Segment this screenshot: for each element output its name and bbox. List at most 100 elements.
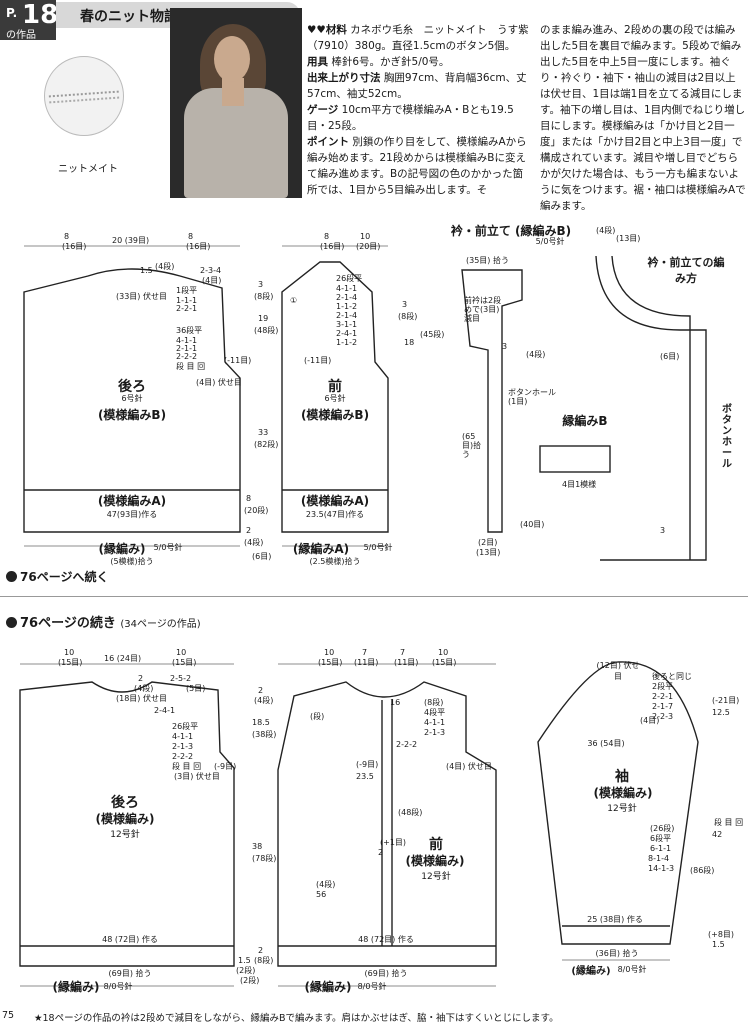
dimension-label: 2-2-3 [652,712,674,721]
dimension-label: 2-3-4 [200,266,222,275]
dimension-label: 2-1-4 [336,311,358,320]
dimension-label: (82段) [254,440,279,449]
dimension-label: 2 [258,686,264,695]
dimension-label: (-21目) [712,696,740,705]
dimension-label: 段 目 回 [176,362,206,371]
dimension-label: 14-1-3 [648,864,675,873]
sleeve-pickup: (36目) 拾う [595,949,639,958]
page-number: 18 [22,0,59,30]
bottom-back-label: 後ろ [111,795,139,811]
dimension-label: 1.5 [238,956,251,965]
dimension-label: 2-2-2 [172,752,194,761]
front-pattern-a: (模様編みA) [300,494,370,508]
dimension-label: 2-2-2 [396,740,418,749]
dimension-label: (15目) [172,658,197,667]
dimension-label: (4段) [316,880,336,889]
collar-side: (65目)拾う [462,432,482,459]
dimension-label: (2段) [240,976,260,985]
dimension-label: 2-4-1 [154,706,176,715]
dimension-label: (+1目) [380,838,407,847]
continue-note: 76ページへ続く [6,568,108,585]
dimension-label: 38 [252,842,263,851]
chart-title: 衿・前立ての編み方 [647,256,725,285]
dimension-label: (4目) 伏せ目 [446,762,492,771]
dimension-label: 2段平 [652,682,674,691]
dimension-label: 8-1-4 [648,854,670,863]
page-badge: P. 18 の作品 [0,0,59,41]
dimension-label: 1.5 [140,266,153,275]
dimension-label: (3目) 伏せ目 [174,772,220,781]
tools: 用具 棒針6号。かぎ針5/0号。 [307,56,450,68]
dimension-label: (+8目) [708,930,735,939]
front-pattern-b: (模様編みB) [300,408,370,422]
dimension-label: (4段) [134,684,154,693]
dimension-label: 4-1-1 [172,732,194,741]
dimension-label: 後ろと同じ [652,672,692,681]
dimension-label: (45段) [420,330,445,339]
dimension-label: 2-5-2 [170,674,192,683]
sleeve-edging: (縁編み) [571,966,611,977]
dimension-label: 2 [246,526,252,535]
front-edging: (縁編みA) [292,542,350,556]
dimension-label: (33目) 伏せ目 [116,292,167,301]
page-footer-number: 75 [2,1010,15,1021]
dimension-label: 8 [246,494,252,503]
front-cast: 23.5(47目)作る [305,510,365,519]
dimension-label: (2目) [478,538,498,547]
dimension-label: 10 [360,232,371,241]
bottom-back-edge-tool: 8/0号針 [103,982,133,991]
dimension-label: (8段) [398,312,418,321]
dimension-label: 2-2-1 [652,692,674,701]
dimension-label: 2-1-3 [424,728,446,737]
model-photo [170,8,302,198]
dimension-label: (26段) [650,824,675,833]
dimension-label: 8 [324,232,330,241]
back-edging: (縁編み) [98,542,146,556]
sleeve-needle: 12号針 [607,804,637,814]
dimension-label: (38段) [252,730,277,739]
sleeve-pattern: (模様編み) [593,786,653,800]
bottom-front-pattern: (模様編み) [405,854,465,868]
dimension-label: 10 [64,648,75,657]
dimension-label: (5目) [186,684,206,693]
dimension-label: 2-4-1 [336,329,358,338]
materials: ♥♥材料 カネボウ毛糸 ニットメイト うす紫（7910）380g。直径1.5cm… [307,24,529,52]
page-prefix: P. [6,6,18,20]
dimension-label: 2-2-1 [176,304,198,313]
back-pattern-a: (模様編みA) [97,494,167,508]
sleeve-edge-tool: 8/0号針 [617,965,647,974]
dimension-label: (4目) 伏せ目 [196,378,242,387]
dimension-label: (11目) [354,658,379,667]
dimension-label: 6段平 [650,834,672,843]
dimension-label: (11目) [394,658,419,667]
yarn-caption: ニットメイト [58,164,118,175]
dimension-label: 8 [64,232,70,241]
collar-title: 衿・前立て (縁編みB) [450,224,572,238]
dimension-label: 2-1-4 [336,293,358,302]
instructions-col-1: ♥♥材料 カネボウ毛糸 ニットメイト うす紫（7910）380g。直径1.5cm… [307,22,529,198]
dimension-label: (15目) [58,658,83,667]
bottom-front-pickup: (69目) 拾う [364,969,408,978]
dimension-label: (6目) [252,552,272,561]
section-divider [0,596,748,597]
dimension-label: 2-1-1 [176,344,198,353]
dimension-label: (-11目) [304,356,332,365]
dimension-label: ① [290,296,298,305]
dimension-label: (15目) [318,658,343,667]
page-suffix: の作品 [6,30,36,41]
sleeve-cast: 25 (38目) 作る [587,915,643,924]
dimension-label: 26段平 [336,274,363,283]
dimension-label: 42 [712,830,723,839]
dimension-label: (段) [310,712,325,721]
dimension-label: 2-1-3 [172,742,194,751]
dimension-label: (-11目) [224,356,252,365]
dimension-label: (8段) [424,698,444,707]
dimension-label: 1段平 [176,286,198,295]
dimension-label: (48段) [254,326,279,335]
dimension-label: 2 [258,946,264,955]
dimension-label: 4段平 [424,708,446,717]
dimension-label: 2 [138,674,144,683]
dimension-label: 16 [390,698,401,707]
bottom-back-pattern: (模様編み) [95,812,155,826]
back-needle: 6号針 [121,394,143,403]
